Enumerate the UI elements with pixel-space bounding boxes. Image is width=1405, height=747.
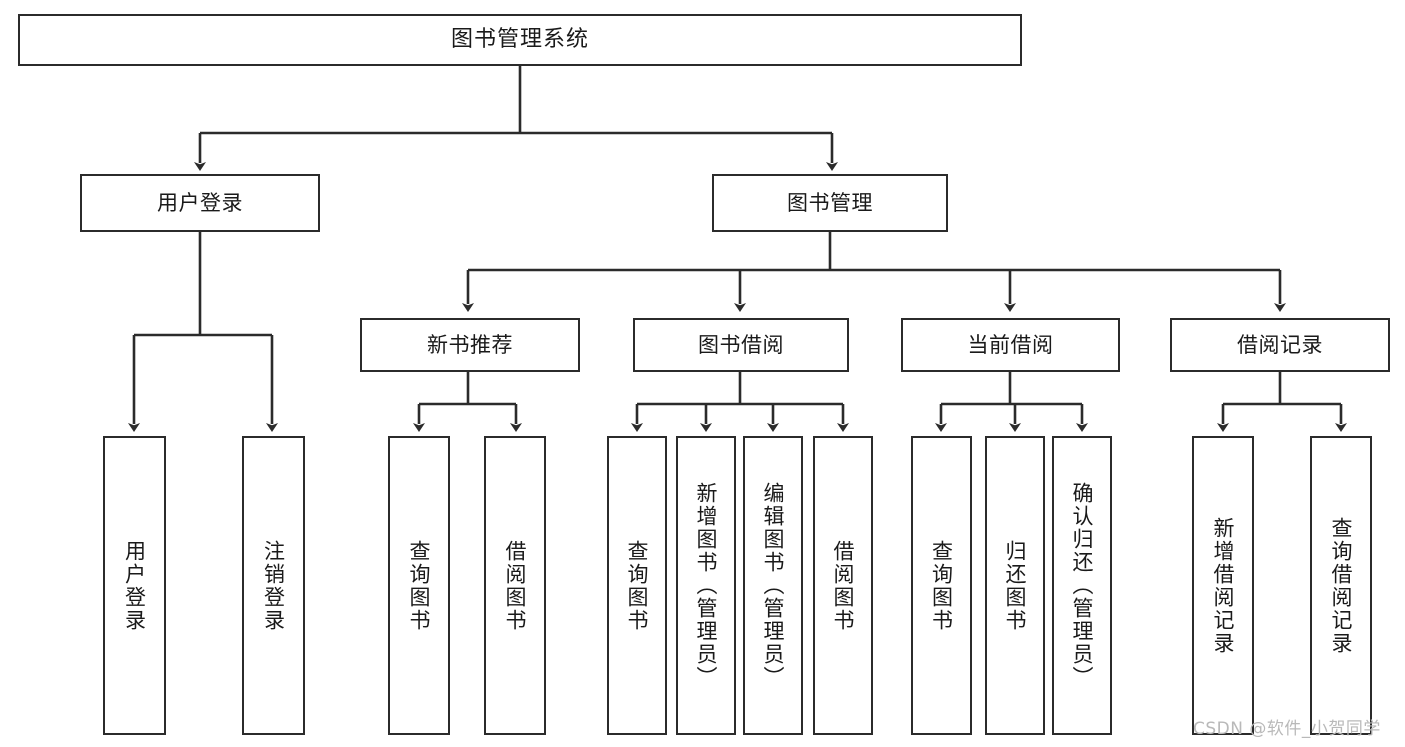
node-leaf-confirm-return-admin-label: 确认归还（管理员） — [1070, 482, 1095, 689]
node-leaf-query-borrow-record[interactable]: 查询借阅记录 — [1310, 436, 1372, 735]
node-root[interactable]: 图书管理系统 — [18, 14, 1022, 66]
node-leaf-query-book-1-label: 查询图书 — [407, 539, 432, 632]
node-leaf-query-book-2-label: 查询图书 — [625, 539, 650, 632]
node-leaf-query-book-3-label: 查询图书 — [929, 539, 954, 632]
node-leaf-query-book-3[interactable]: 查询图书 — [911, 436, 972, 735]
node-new-book-recommend-label: 新书推荐 — [427, 332, 513, 357]
node-leaf-return-book[interactable]: 归还图书 — [985, 436, 1045, 735]
node-book-management-label: 图书管理 — [787, 190, 873, 215]
node-borrow-records[interactable]: 借阅记录 — [1170, 318, 1390, 372]
node-current-borrow-label: 当前借阅 — [967, 332, 1054, 357]
node-leaf-user-login-label: 用户登录 — [122, 539, 147, 632]
node-leaf-return-book-label: 归还图书 — [1003, 539, 1028, 632]
node-book-borrow[interactable]: 图书借阅 — [633, 318, 849, 372]
node-user-login-label: 用户登录 — [157, 190, 243, 215]
node-new-book-recommend[interactable]: 新书推荐 — [360, 318, 580, 372]
node-leaf-borrow-book-1-label: 借阅图书 — [503, 539, 528, 632]
node-book-borrow-label: 图书借阅 — [698, 332, 784, 357]
node-leaf-borrow-book-1[interactable]: 借阅图书 — [484, 436, 546, 735]
node-leaf-add-borrow-record[interactable]: 新增借阅记录 — [1192, 436, 1254, 735]
node-book-management[interactable]: 图书管理 — [712, 174, 948, 232]
node-leaf-borrow-book-2-label: 借阅图书 — [831, 539, 856, 632]
node-leaf-add-book-admin-label: 新增图书（管理员） — [694, 482, 719, 689]
node-leaf-add-book-admin[interactable]: 新增图书（管理员） — [676, 436, 736, 735]
node-root-label: 图书管理系统 — [450, 27, 589, 53]
node-leaf-edit-book-admin[interactable]: 编辑图书（管理员） — [743, 436, 803, 735]
node-leaf-borrow-book-2[interactable]: 借阅图书 — [813, 436, 873, 735]
node-borrow-records-label: 借阅记录 — [1237, 332, 1323, 357]
node-leaf-add-borrow-record-label: 新增借阅记录 — [1211, 516, 1236, 655]
node-leaf-logout[interactable]: 注销登录 — [242, 436, 305, 735]
node-leaf-user-login[interactable]: 用户登录 — [103, 436, 166, 735]
node-leaf-query-book-1[interactable]: 查询图书 — [388, 436, 450, 735]
node-leaf-query-borrow-record-label: 查询借阅记录 — [1329, 516, 1354, 655]
node-leaf-query-book-2[interactable]: 查询图书 — [607, 436, 667, 735]
node-leaf-confirm-return-admin[interactable]: 确认归还（管理员） — [1052, 436, 1112, 735]
node-user-login[interactable]: 用户登录 — [80, 174, 320, 232]
node-current-borrow[interactable]: 当前借阅 — [901, 318, 1120, 372]
csdn-watermark: CSDN @软件_小贺同学 — [1193, 719, 1381, 739]
node-leaf-edit-book-admin-label: 编辑图书（管理员） — [761, 482, 786, 689]
node-leaf-logout-label: 注销登录 — [261, 539, 286, 632]
